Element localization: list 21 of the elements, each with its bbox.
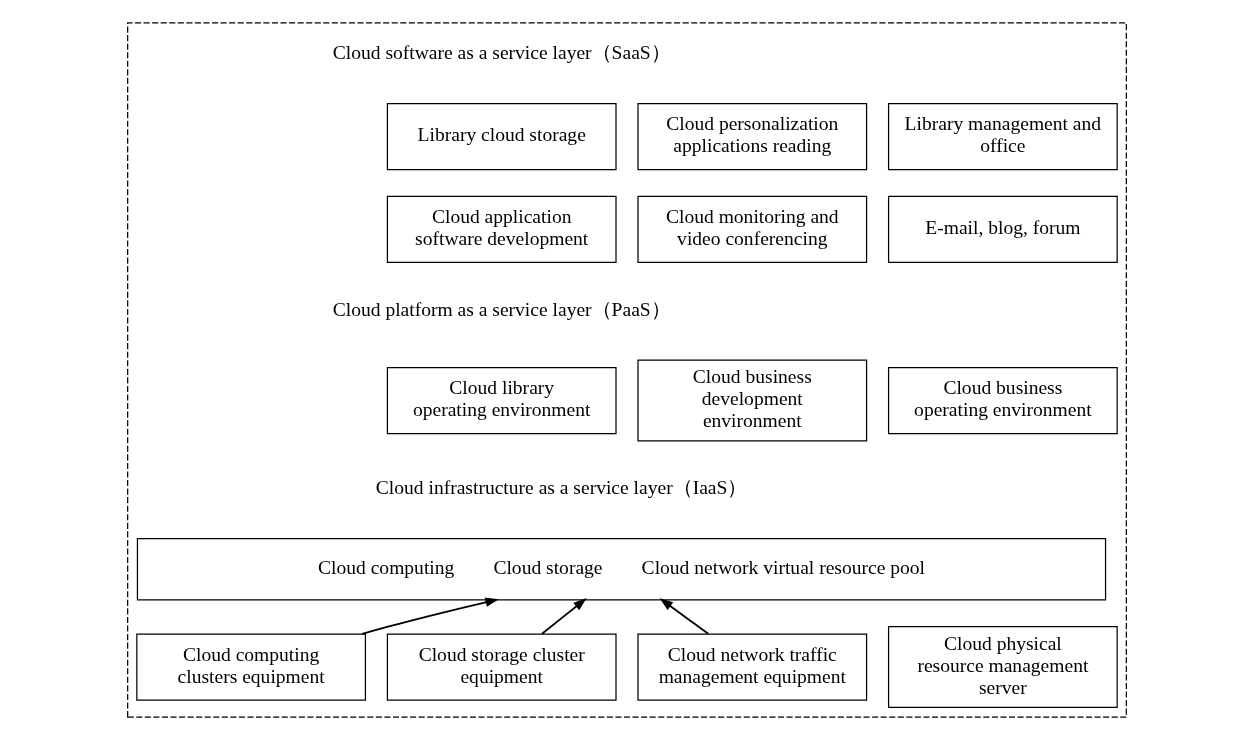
node-box: Library cloud storage bbox=[386, 102, 617, 171]
arrow bbox=[659, 598, 709, 635]
node-box: E-mail, blog, forum bbox=[887, 195, 1118, 264]
arrow bbox=[360, 597, 499, 635]
node-box: Cloud business development environment bbox=[636, 359, 867, 442]
node-box: Cloud storage cluster equipment bbox=[386, 633, 617, 701]
node-box: Cloud network traffic management equipment bbox=[636, 633, 867, 701]
node-box: Cloud computing Cloud storage Cloud network virtual resource pool bbox=[136, 538, 1106, 601]
cluster bbox=[126, 22, 1127, 718]
node-box: Cloud personalization applications reading bbox=[636, 102, 867, 171]
label: Cloud platform as a service layer（PaaS） bbox=[332, 298, 671, 320]
node-box: Cloud computing clusters equipment bbox=[135, 633, 366, 701]
node-box: Cloud physical resource management server bbox=[887, 626, 1118, 708]
node-box: Cloud library operating environment bbox=[386, 366, 617, 435]
arrow bbox=[540, 598, 587, 635]
node-box: Library management and office bbox=[887, 102, 1118, 171]
node-box: Cloud monitoring and video conferencing bbox=[636, 195, 867, 264]
node-box: Cloud business operating environment bbox=[887, 366, 1118, 435]
label: Cloud infrastructure as a service layer（IaaS） bbox=[375, 477, 747, 499]
node-box: Cloud application software development bbox=[386, 195, 617, 264]
label: Cloud software as a service layer（SaaS） bbox=[332, 42, 671, 64]
